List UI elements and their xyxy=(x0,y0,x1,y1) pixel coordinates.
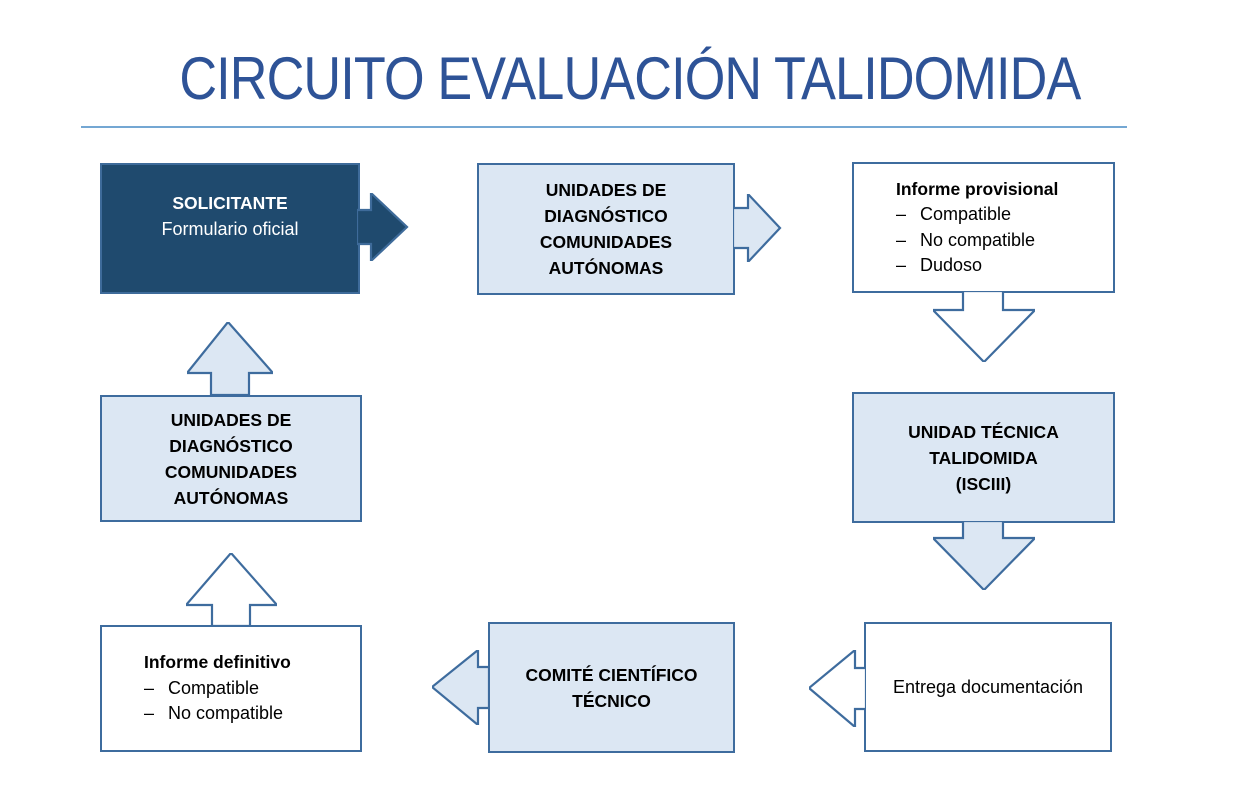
box-line: TALIDOMIDA xyxy=(929,447,1038,468)
box-line: UNIDAD TÉCNICA xyxy=(908,421,1059,442)
box-line: COMITÉ CIENTÍFICO xyxy=(525,664,698,685)
box-line: COMUNIDADES xyxy=(539,232,673,252)
list-item-text: Compatible xyxy=(168,677,260,698)
list-item-text: Compatible xyxy=(920,204,1012,224)
solicitante-subtitle: Formulario oficial xyxy=(161,219,299,239)
box-line: DIAGNÓSTICO xyxy=(544,206,668,226)
arrow-left-entrega-to-comite xyxy=(809,650,866,727)
box-informe-provisional: Informe provisional – Compatible – No co… xyxy=(852,162,1115,293)
box-informe-definitivo: Informe definitivo – Compatible – No com… xyxy=(100,625,362,752)
arrow-down-informe-to-unidad-tecnica xyxy=(933,291,1035,362)
box-line: TÉCNICO xyxy=(572,690,651,711)
dash-bullet: – xyxy=(896,204,907,224)
arrow-right-unidades-to-informe xyxy=(733,194,782,262)
page-title-text: CIRCUITO EVALUACIÓN TALIDOMIDA xyxy=(179,45,1081,112)
list-item: – Dudoso xyxy=(896,253,982,279)
box-unidades-diagnostico-top: UNIDADES DE DIAGNÓSTICO COMUNIDADES AUTÓ… xyxy=(477,163,735,295)
box-line: COMUNIDADES xyxy=(164,461,298,482)
list-item: – Compatible xyxy=(144,676,259,702)
list-item-text: Dudoso xyxy=(920,255,983,275)
box-line: (ISCIII) xyxy=(955,473,1012,494)
list-item: – No compatible xyxy=(144,701,283,727)
dash-bullet: – xyxy=(144,703,155,724)
arrow-left-comite-to-informe-definitivo xyxy=(432,650,489,725)
informe-definitivo-title: Informe definitivo xyxy=(144,652,291,673)
dash-bullet: – xyxy=(144,677,155,698)
box-line: UNIDADES DE xyxy=(170,409,292,430)
box-entrega-documentacion: Entrega documentación xyxy=(864,622,1112,752)
box-solicitante: SOLICITANTE Formulario oficial xyxy=(100,163,360,294)
dash-bullet: – xyxy=(896,255,907,275)
box-comite-cientifico: COMITÉ CIENTÍFICO TÉCNICO xyxy=(488,622,735,753)
list-item: – Compatible xyxy=(896,202,1011,228)
solicitante-title: SOLICITANTE xyxy=(172,193,288,213)
dash-bullet: – xyxy=(896,229,907,250)
box-unidad-tecnica: UNIDAD TÉCNICA TALIDOMIDA (ISCIII) xyxy=(852,392,1115,523)
box-line: DIAGNÓSTICO xyxy=(169,435,293,456)
list-item-text: No compatible xyxy=(168,703,284,724)
arrow-up-informe-definitivo-to-unidades xyxy=(186,553,277,626)
arrow-down-unidad-tecnica-to-entrega xyxy=(933,521,1035,590)
list-item: – No compatible xyxy=(896,228,1035,254)
box-line: UNIDADES DE xyxy=(545,180,667,200)
title-divider xyxy=(81,126,1127,128)
box-line: AUTÓNOMAS xyxy=(548,258,664,278)
page-title: CIRCUITO EVALUACIÓN TALIDOMIDA xyxy=(0,44,1260,113)
list-item-text: No compatible xyxy=(920,229,1036,250)
arrow-up-unidades-to-solicitante xyxy=(187,322,273,395)
arrow-right-solicitante-to-unidades xyxy=(357,193,409,261)
box-line: AUTÓNOMAS xyxy=(173,487,289,508)
informe-provisional-title: Informe provisional xyxy=(896,178,1059,199)
box-unidades-diagnostico-left: UNIDADES DE DIAGNÓSTICO COMUNIDADES AUTÓ… xyxy=(100,395,362,522)
entrega-label: Entrega documentación xyxy=(892,677,1084,697)
